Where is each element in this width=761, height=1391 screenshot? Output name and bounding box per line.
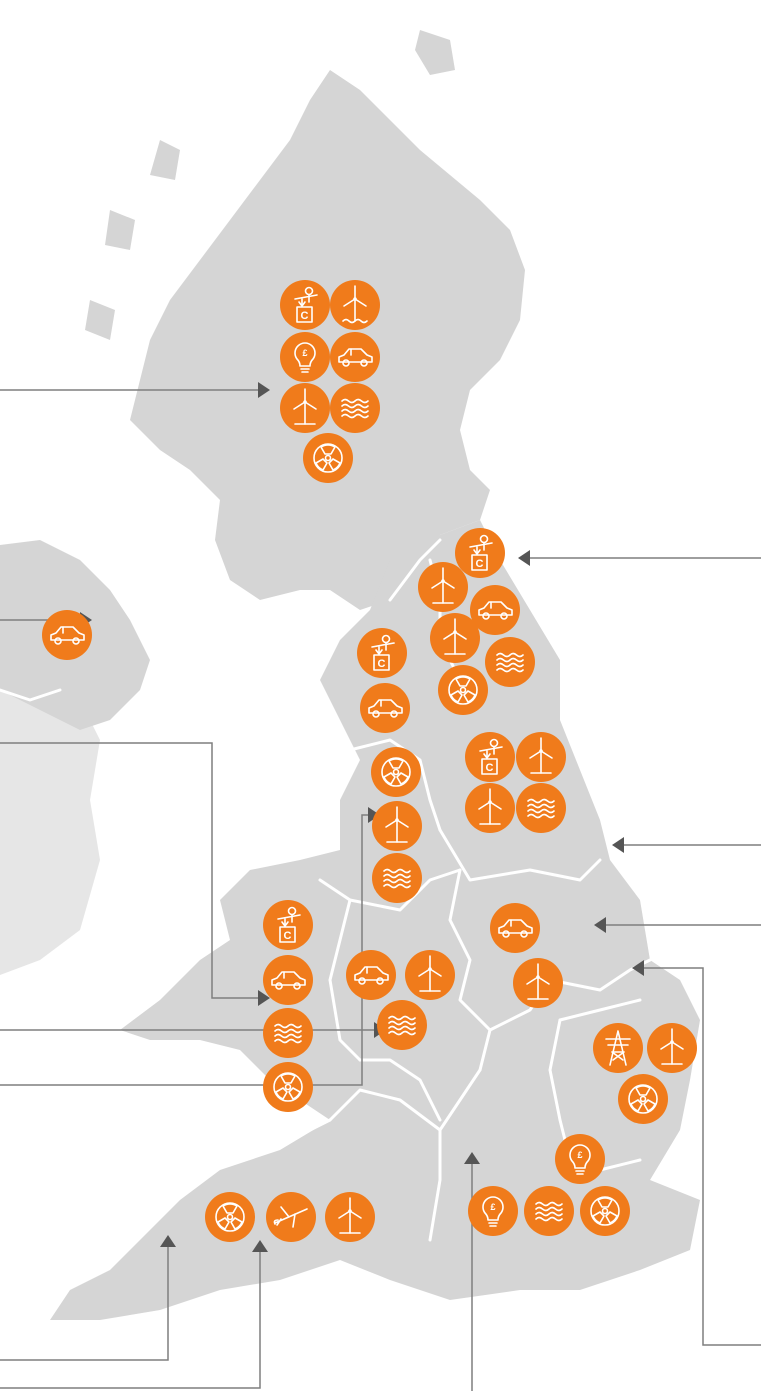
arrow-south-west-1	[160, 1235, 176, 1247]
electric-vehicle-icon[interactable]	[263, 955, 313, 1005]
ireland-landmass	[0, 680, 100, 975]
region-north-east-badges: C	[418, 528, 535, 715]
marine-energy-icon[interactable]	[372, 853, 422, 903]
svg-text:C: C	[378, 658, 386, 670]
marine-energy-icon[interactable]	[485, 637, 535, 687]
onshore-wind-icon[interactable]	[418, 562, 468, 612]
onshore-wind-icon[interactable]	[647, 1023, 697, 1073]
carbon-capture-icon[interactable]: C	[357, 628, 407, 678]
region-south-west-badges	[205, 1192, 375, 1242]
marine-energy-icon[interactable]	[516, 783, 566, 833]
svg-text:£: £	[302, 348, 307, 358]
power-grid-icon[interactable]	[593, 1023, 643, 1073]
onshore-wind-icon[interactable]	[372, 801, 422, 851]
onshore-wind-icon[interactable]	[280, 383, 330, 433]
arrow-scotland	[258, 382, 270, 398]
marine-energy-icon[interactable]	[330, 383, 380, 433]
arrow-north-west	[368, 807, 380, 823]
energy-efficiency-icon[interactable]: £	[280, 332, 330, 382]
region-yorkshire-and-humber-badges: C	[465, 732, 566, 833]
svg-text:C: C	[486, 762, 494, 774]
nuclear-icon[interactable]	[263, 1062, 313, 1112]
nuclear-icon[interactable]	[205, 1192, 255, 1242]
onshore-wind-icon[interactable]	[516, 732, 566, 782]
svg-text:£: £	[490, 1202, 495, 1212]
marine-energy-icon[interactable]	[377, 1000, 427, 1050]
nuclear-icon[interactable]	[303, 433, 353, 483]
electric-vehicle-icon[interactable]	[360, 683, 410, 733]
region-london-badges: £	[555, 1134, 605, 1184]
nuclear-icon[interactable]	[618, 1074, 668, 1124]
carbon-capture-icon[interactable]: C	[280, 280, 330, 330]
svg-text:£: £	[577, 1150, 582, 1160]
arrow-east-of-england	[632, 960, 644, 976]
electric-vehicle-icon[interactable]	[470, 585, 520, 635]
carbon-capture-icon[interactable]: C	[465, 732, 515, 782]
region-east-of-england-badges	[593, 1023, 697, 1124]
nuclear-icon[interactable]	[438, 665, 488, 715]
energy-efficiency-icon[interactable]: £	[468, 1186, 518, 1236]
svg-text:C: C	[476, 558, 484, 570]
onshore-wind-icon[interactable]	[430, 613, 480, 663]
arrow-wales-upper	[258, 990, 270, 1006]
carbon-capture-icon[interactable]: C	[455, 528, 505, 578]
england-wales-landmass	[50, 520, 700, 1320]
region-south-east-badges: £	[468, 1186, 630, 1236]
arrow-south-west-2	[252, 1240, 268, 1252]
nuclear-icon[interactable]	[580, 1186, 630, 1236]
onshore-wind-icon[interactable]	[405, 950, 455, 1000]
region-wales-badges: C	[263, 900, 313, 1112]
svg-text:C: C	[301, 310, 309, 322]
arrow-north-east	[518, 550, 530, 566]
onshore-wind-icon[interactable]	[325, 1192, 375, 1242]
nuclear-icon[interactable]	[371, 747, 421, 797]
region-scotland-badges: C£	[280, 280, 380, 483]
aviation-icon[interactable]	[266, 1192, 316, 1242]
electric-vehicle-icon[interactable]	[346, 950, 396, 1000]
region-north-west-badges: C	[357, 628, 422, 903]
arrow-east-midlands	[594, 917, 606, 933]
scotland-landmass	[85, 30, 525, 610]
electric-vehicle-icon[interactable]	[490, 903, 540, 953]
arrow-yorkshire	[612, 837, 624, 853]
marine-energy-icon[interactable]	[524, 1186, 574, 1236]
carbon-capture-icon[interactable]: C	[263, 900, 313, 950]
arrow-south-east	[464, 1152, 480, 1164]
energy-efficiency-icon[interactable]: £	[555, 1134, 605, 1184]
onshore-wind-icon[interactable]	[465, 783, 515, 833]
svg-text:C: C	[284, 930, 292, 942]
region-northern-ireland-badges	[42, 610, 92, 660]
region-east-midlands-badges	[490, 903, 563, 1008]
electric-vehicle-icon[interactable]	[330, 332, 380, 382]
marine-energy-icon[interactable]	[263, 1008, 313, 1058]
onshore-wind-icon[interactable]	[513, 958, 563, 1008]
offshore-wind-icon[interactable]	[330, 280, 380, 330]
region-west-midlands-badges	[346, 950, 455, 1050]
electric-vehicle-icon[interactable]	[42, 610, 92, 660]
